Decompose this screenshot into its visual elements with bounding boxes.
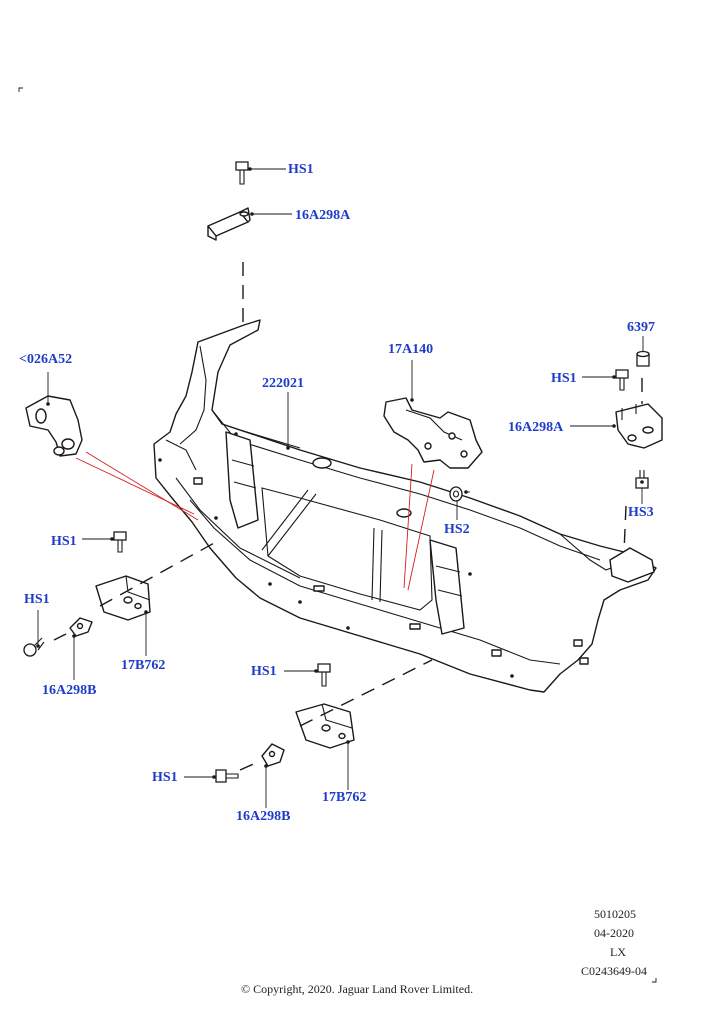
callout-6397[interactable]: 6397 — [627, 320, 655, 335]
callout-17a140[interactable]: 17A140 — [388, 342, 434, 357]
callout-16a298a-top[interactable]: 16A298A — [295, 208, 351, 223]
bolt-hs1-mid[interactable] — [317, 663, 331, 687]
mount-boss — [312, 457, 332, 469]
mount-17b762-bottom[interactable] — [295, 703, 355, 749]
issue-date: 04-2020 — [594, 926, 634, 940]
callout-hs1-top[interactable]: HS1 — [288, 162, 314, 177]
bracket-16a298a-right[interactable] — [615, 403, 663, 449]
callout-17b762-bottom[interactable]: 17B762 — [322, 790, 367, 805]
mount-17b762-left[interactable] — [95, 575, 151, 621]
callout-17b762-left[interactable]: 17B762 — [121, 658, 166, 673]
bracket-026a52[interactable] — [25, 395, 83, 457]
bracket-16a298a-top[interactable] — [207, 207, 251, 241]
callout-hs1-right[interactable]: HS1 — [551, 371, 577, 386]
callout-16a298b-bottom[interactable]: 16A298B — [236, 809, 291, 824]
callout-hs1-mid[interactable]: HS1 — [251, 664, 277, 679]
callout-hs1-bottom[interactable]: HS1 — [152, 770, 178, 785]
bolt-hs1-left-upper[interactable] — [113, 531, 127, 553]
callout-hs1-left-lower[interactable]: HS1 — [24, 592, 50, 607]
bracket-17a140[interactable] — [383, 397, 483, 469]
reference-number: 5010205 — [594, 907, 636, 921]
nut-hs2[interactable] — [449, 486, 463, 502]
illustration-id: C0243649-04 — [581, 964, 647, 978]
corner-mark-top-left — [18, 87, 23, 92]
bolt-hs1-left-lower[interactable] — [23, 637, 45, 657]
callout-222021[interactable]: 222021 — [262, 376, 304, 391]
callout-16a298b-left[interactable]: 16A298B — [42, 683, 97, 698]
callout-026a52[interactable]: <026A52 — [19, 352, 73, 367]
callout-hs3[interactable]: HS3 — [628, 505, 654, 520]
callout-hs2[interactable]: HS2 — [444, 522, 470, 537]
callout-16a298a-right[interactable]: 16A298A — [508, 420, 564, 435]
front-end-carrier[interactable] — [153, 319, 657, 693]
bolt-hs1-top[interactable] — [235, 161, 249, 185]
corner-mark-bottom-right — [652, 978, 657, 983]
clip-16a298b-left[interactable] — [69, 617, 93, 637]
clip-16a298b-bottom[interactable] — [261, 743, 285, 767]
bushing-6397[interactable] — [636, 350, 650, 367]
bolt-hs3[interactable] — [635, 470, 649, 489]
bolt-hs1-right[interactable] — [615, 369, 629, 391]
model-code: LX — [610, 945, 626, 959]
callout-hs1-left-upper[interactable]: HS1 — [51, 534, 77, 549]
mount-boss — [396, 508, 412, 518]
copyright-notice: © Copyright, 2020. Jaguar Land Rover Lim… — [241, 982, 474, 996]
bolt-hs1-bottom[interactable] — [215, 769, 239, 783]
